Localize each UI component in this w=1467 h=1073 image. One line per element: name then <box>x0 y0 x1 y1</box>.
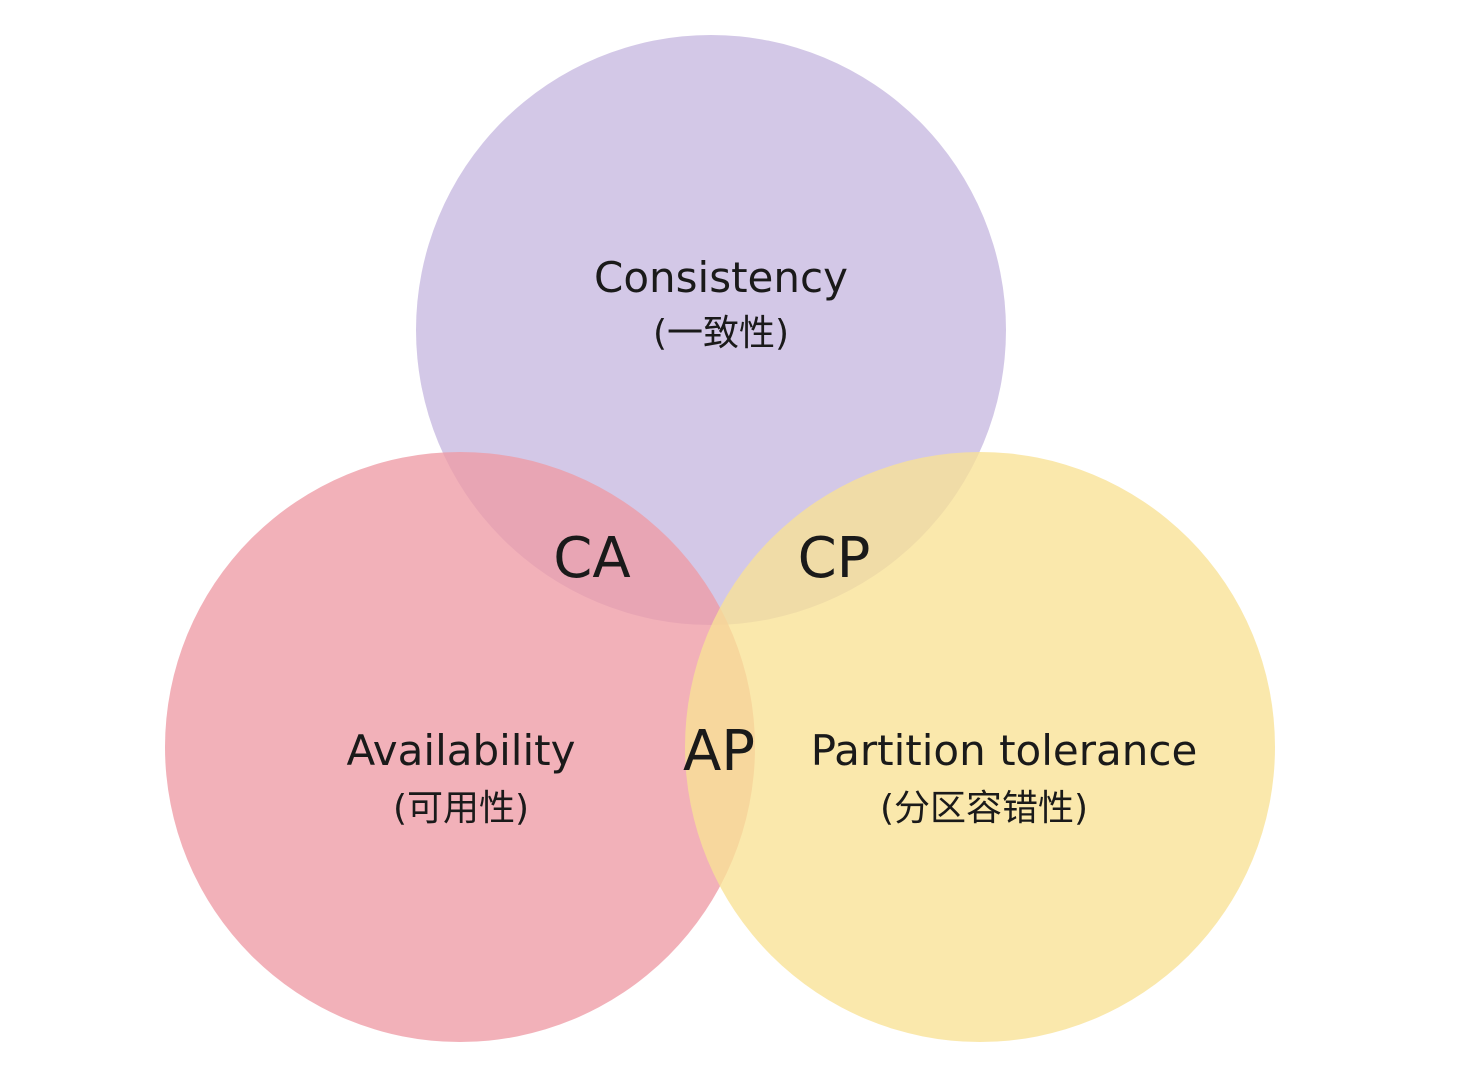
partition-tolerance-sublabel: (分区容错性) <box>880 788 1088 829</box>
availability-sublabel: (可用性) <box>393 788 529 829</box>
availability-label: Availability <box>347 726 576 775</box>
consistency-sublabel: (一致性) <box>653 313 789 354</box>
partition-tolerance-circle <box>685 452 1275 1042</box>
ca-intersection-label: CA <box>553 526 630 591</box>
consistency-label: Consistency <box>594 253 848 302</box>
availability-circle <box>165 452 755 1042</box>
partition-tolerance-label: Partition tolerance <box>811 726 1198 775</box>
ap-intersection-label: AP <box>683 719 755 784</box>
cp-intersection-label: CP <box>798 526 871 591</box>
